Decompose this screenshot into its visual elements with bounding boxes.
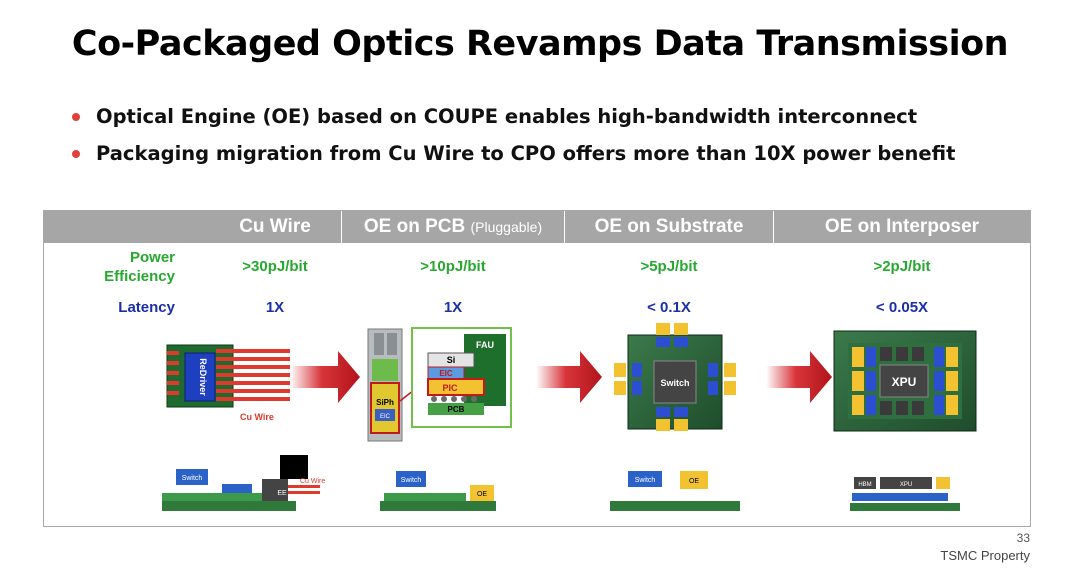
- power-value: >10pJ/bit: [420, 258, 486, 275]
- svg-text:Si: Si: [447, 355, 456, 365]
- redriver-label: ReDriver: [198, 358, 208, 396]
- cu-wire-label: Cu Wire: [240, 412, 274, 422]
- transition-arrow-icon: [290, 351, 360, 403]
- oe-substrate-cross-section: Switch OE: [610, 471, 740, 511]
- svg-text:Switch: Switch: [401, 477, 422, 484]
- bullet-item: Optical Engine (OE) based on COUPE enabl…: [72, 102, 955, 139]
- oe-pcb-diagram: SiPh EIC FAU Si EIC PIC PCB: [367, 327, 512, 442]
- comparison-panel: Cu Wire OE on PCB (Pluggable) OE on Subs…: [43, 210, 1031, 527]
- column-header-cu-wire: Cu Wire: [239, 216, 311, 237]
- svg-text:OE: OE: [689, 478, 699, 485]
- svg-text:Cu Wire: Cu Wire: [300, 478, 325, 485]
- svg-text:OE: OE: [477, 491, 487, 498]
- svg-text:FAU: FAU: [476, 340, 494, 350]
- latency-label: Latency: [118, 299, 175, 316]
- bullet-text: Optical Engine (OE) based on COUPE enabl…: [96, 105, 918, 128]
- table-header: Cu Wire OE on PCB (Pluggable) OE on Subs…: [44, 211, 1030, 243]
- svg-text:PCB: PCB: [448, 405, 465, 414]
- transition-arrow-icon: [536, 351, 602, 403]
- svg-text:HBM: HBM: [858, 482, 871, 488]
- svg-text:SiPh: SiPh: [376, 398, 394, 407]
- bullet-list: Optical Engine (OE) based on COUPE enabl…: [72, 102, 955, 176]
- column-header-oe-substrate: OE on Substrate: [594, 216, 744, 237]
- latency-value: 1X: [443, 299, 463, 316]
- svg-text:XPU: XPU: [900, 482, 912, 488]
- oe-interposer-diagram: XPU: [833, 330, 977, 432]
- svg-text:Switch: Switch: [660, 378, 689, 388]
- latency-value: < 0.1X: [647, 299, 691, 316]
- footer-property: TSMC Property: [940, 548, 1030, 563]
- bullet-dot-icon: [72, 113, 80, 121]
- svg-text:EIC: EIC: [380, 414, 391, 420]
- column-header-oe-interposer: OE on Interposer: [824, 216, 980, 237]
- svg-text:PIC: PIC: [442, 383, 458, 393]
- power-value: >5pJ/bit: [640, 258, 698, 275]
- redriver-diagram: ReDriver Cu Wire: [166, 344, 290, 422]
- bullet-text: Packaging migration from Cu Wire to CPO …: [96, 142, 956, 165]
- latency-value: < 0.05X: [875, 299, 929, 316]
- column-header-oe-pcb: OE on PCB (Pluggable): [363, 216, 543, 237]
- page-number: 33: [1016, 531, 1030, 545]
- power-value: >30pJ/bit: [242, 258, 308, 275]
- svg-text:Switch: Switch: [182, 475, 203, 482]
- cu-wire-cross-section: Switch EE Cu Wire: [162, 455, 325, 511]
- svg-text:EE: EE: [277, 490, 287, 497]
- slide-title: Co-Packaged Optics Revamps Data Transmis…: [71, 24, 1009, 64]
- svg-text:XPU: XPU: [892, 375, 917, 389]
- oe-pcb-cross-section: Switch OE: [380, 471, 496, 511]
- power-value: >2pJ/bit: [873, 258, 931, 275]
- transition-arrow-icon: [766, 351, 832, 403]
- power-efficiency-label: Power Efficiency: [104, 249, 175, 285]
- bullet-item: Packaging migration from Cu Wire to CPO …: [72, 139, 955, 176]
- oe-substrate-diagram: Switch: [614, 323, 736, 431]
- column-header-note: (Pluggable): [470, 219, 543, 235]
- bullet-dot-icon: [72, 150, 80, 158]
- svg-text:EIC: EIC: [439, 369, 453, 378]
- latency-value: 1X: [265, 299, 285, 316]
- svg-text:Switch: Switch: [635, 477, 656, 484]
- packaging-diagrams: ReDriver Cu Wire SiPh EIC FAU Si EIC PIC…: [162, 323, 977, 511]
- oe-interposer-cross-section: HBM XPU: [850, 477, 960, 511]
